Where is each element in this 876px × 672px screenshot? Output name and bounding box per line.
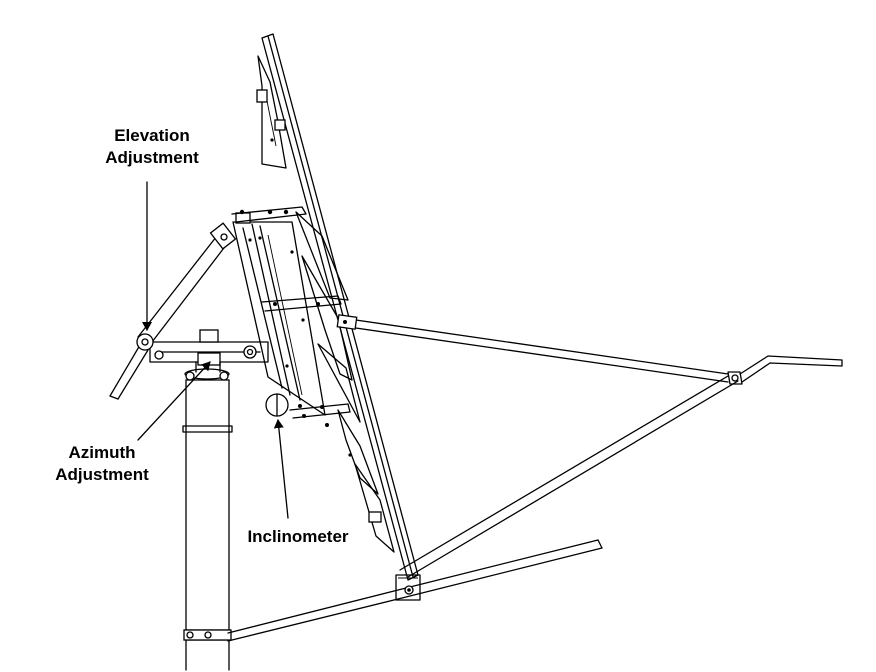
elevation-adjustment-label: Elevation Adjustment bbox=[96, 125, 208, 169]
azimuth-leader-arrow bbox=[137, 361, 211, 441]
azimuth-adjustment-label: Azimuth Adjustment bbox=[46, 442, 158, 486]
elevation-label-line2: Adjustment bbox=[105, 148, 199, 167]
inclinometer-gauge bbox=[265, 393, 289, 417]
elevation-strut bbox=[109, 222, 237, 400]
inclinometer-label: Inclinometer bbox=[240, 526, 356, 548]
mast-pipe bbox=[182, 368, 233, 671]
azimuth-label-line1: Azimuth bbox=[68, 443, 136, 462]
feed-support-arms bbox=[336, 314, 843, 578]
elevation-label-line1: Elevation bbox=[114, 126, 190, 145]
dish-reflector bbox=[256, 33, 419, 581]
inclinometer-label-text: Inclinometer bbox=[247, 527, 349, 546]
reflector-mount-plate bbox=[231, 206, 351, 427]
azimuth-label-line2: Adjustment bbox=[55, 465, 149, 484]
inclinometer-leader-arrow bbox=[273, 419, 289, 519]
rear-brace bbox=[227, 539, 603, 642]
